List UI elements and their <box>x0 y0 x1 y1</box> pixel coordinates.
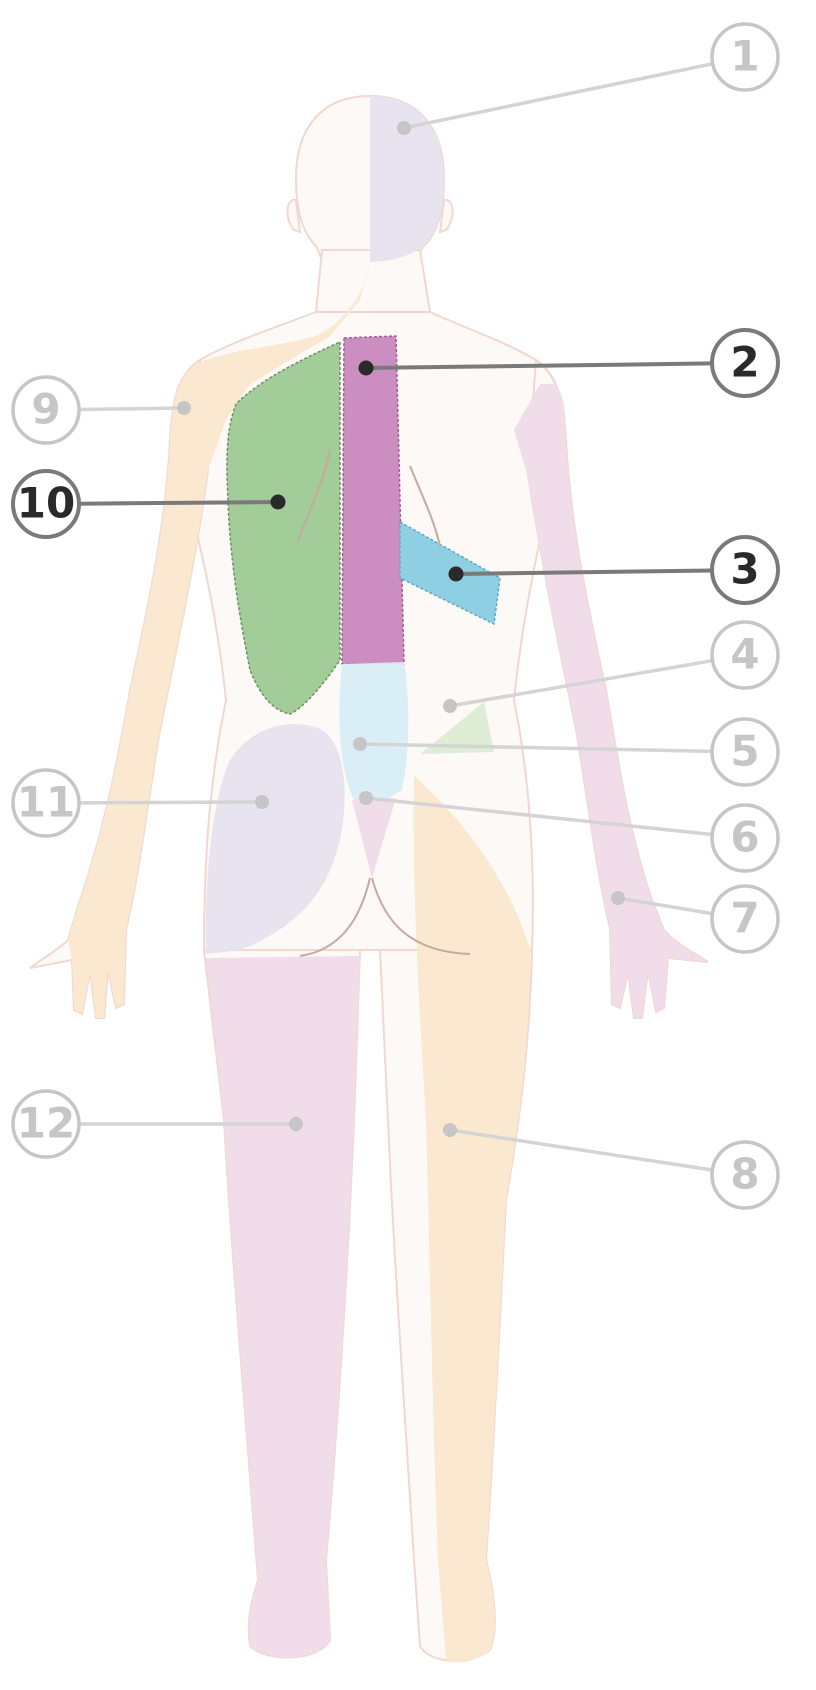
left-ear-outline <box>286 198 302 234</box>
right-ear-outline <box>438 198 454 234</box>
callout-11[interactable]: 11 <box>11 768 269 838</box>
region-4-shape[interactable] <box>420 702 494 754</box>
callout-number-2: 2 <box>730 338 759 387</box>
anchor-dot-1 <box>397 121 411 135</box>
callout-12[interactable]: 12 <box>11 1089 303 1159</box>
callout-number-10: 10 <box>17 479 75 528</box>
region-7-shape[interactable] <box>514 384 708 1018</box>
leader-line-8 <box>449 1128 713 1172</box>
callout-circle-12[interactable] <box>11 1089 81 1159</box>
callout-number-9: 9 <box>31 385 60 434</box>
region-2-shape[interactable] <box>341 335 405 665</box>
callout-9[interactable]: 9 <box>11 375 191 445</box>
callout-number-4: 4 <box>730 630 759 679</box>
callout-circle-5[interactable] <box>710 717 780 787</box>
callout-10[interactable]: 10 <box>11 469 286 539</box>
leader-line-7 <box>617 896 713 916</box>
anchor-dot-3 <box>448 566 464 582</box>
anchor-dot-11 <box>255 795 269 809</box>
region-shapes <box>68 96 708 1663</box>
callout-number-5: 5 <box>730 727 759 776</box>
callout-4[interactable]: 4 <box>443 620 780 713</box>
callout-number-1: 1 <box>730 32 759 81</box>
leader-line-6 <box>365 796 713 837</box>
anchor-dot-12 <box>289 1117 303 1131</box>
anchor-dot-6 <box>359 791 373 805</box>
callout-circle-4[interactable] <box>710 620 780 690</box>
anchor-dot-8 <box>443 1123 457 1137</box>
right-scapula-line <box>297 449 331 541</box>
callout-circle-7[interactable] <box>710 884 780 954</box>
callout-circle-9[interactable] <box>11 375 81 445</box>
region-8-shape[interactable] <box>413 776 530 1663</box>
anatomy-detail-lines <box>297 449 471 957</box>
region-12-shape[interactable] <box>206 956 360 1658</box>
leader-line-11 <box>78 800 263 805</box>
leader-line-4 <box>449 658 713 708</box>
callout-circle-6[interactable] <box>710 803 780 873</box>
left-scapula-line <box>409 465 441 547</box>
region-10-shape[interactable] <box>226 340 341 715</box>
region-11-shape[interactable] <box>205 723 345 954</box>
leader-line-10 <box>78 500 279 506</box>
callout-2[interactable]: 2 <box>358 328 780 398</box>
callout-3[interactable]: 3 <box>448 535 780 605</box>
region-1-shape[interactable] <box>370 96 444 262</box>
callout-6[interactable]: 6 <box>359 791 780 873</box>
anchor-dot-4 <box>443 699 457 713</box>
leader-line-3 <box>455 568 713 576</box>
anchor-dot-9 <box>177 401 191 415</box>
anchor-dot-7 <box>611 891 625 905</box>
leader-line-1 <box>403 62 714 130</box>
region-6-shape[interactable] <box>352 798 396 878</box>
callout-circle-1[interactable] <box>710 22 780 92</box>
callout-circle-11[interactable] <box>11 768 81 838</box>
region-5-shape[interactable] <box>339 662 409 800</box>
anchor-dot-5 <box>353 737 367 751</box>
callout-number-7: 7 <box>730 894 759 943</box>
gluteal-fold-line-left <box>371 877 471 955</box>
callout-number-8: 8 <box>730 1150 759 1199</box>
callout-circle-2[interactable] <box>710 328 780 398</box>
callout-number-11: 11 <box>17 778 75 827</box>
callout-7[interactable]: 7 <box>611 884 780 954</box>
callout-1[interactable]: 1 <box>397 22 780 135</box>
callout-5[interactable]: 5 <box>353 717 780 787</box>
leader-line-5 <box>359 742 713 754</box>
leader-line-2 <box>365 361 713 370</box>
callout-8[interactable]: 8 <box>443 1123 780 1210</box>
anchor-dot-10 <box>270 494 286 510</box>
gluteal-fold-line <box>299 877 371 957</box>
leader-line-9 <box>78 406 185 412</box>
callout-number-12: 12 <box>17 1099 75 1148</box>
anchor-dot-2 <box>358 360 374 376</box>
callout-number-6: 6 <box>730 813 759 862</box>
callout-circle-3[interactable] <box>710 535 780 605</box>
callout-circle-10[interactable] <box>11 469 81 539</box>
callout-number-3: 3 <box>730 545 759 594</box>
callout-circle-8[interactable] <box>710 1140 780 1210</box>
region-9-shape[interactable] <box>68 260 370 1018</box>
